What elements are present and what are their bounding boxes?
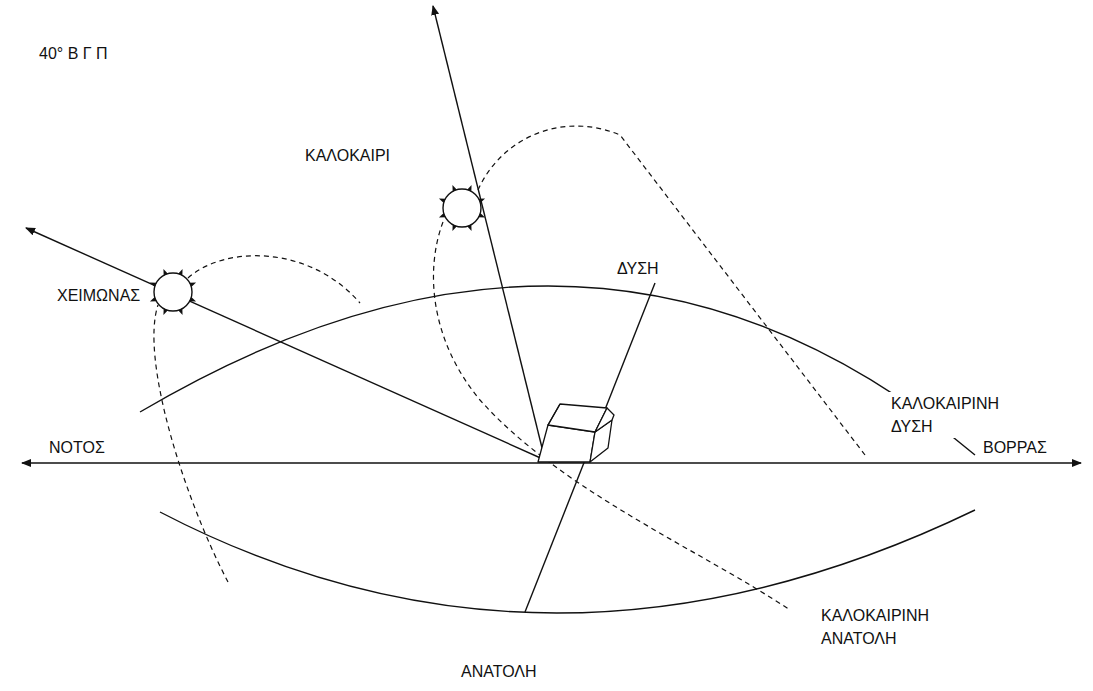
sun-ray-mark	[452, 225, 456, 232]
direction-label: ΔΥΣΗ	[614, 257, 662, 280]
direction-label: ΝΟΤΟΣ	[46, 436, 108, 459]
direction-label: ΑΝΑΤΟΛΗ	[458, 660, 540, 683]
sun-ray-mark	[479, 198, 486, 202]
direction-label: ΚΑΛΟΚΑΙΡΙΝΗ ΔΥΣΗ	[888, 392, 1014, 438]
sun-ray-mark	[150, 282, 157, 286]
winter-path-afternoon	[188, 256, 360, 303]
sun-ray-mark	[190, 297, 197, 301]
sun-ray-mark	[479, 213, 486, 217]
sun-ray-mark	[150, 297, 157, 301]
winter-path-morning	[154, 305, 228, 582]
sun-ray-mark	[178, 269, 182, 276]
summer-sun-ray	[433, 6, 545, 460]
season-label: ΚΑΛΟΚΑΙΡΙ	[302, 144, 393, 167]
sun-ray-mark	[439, 198, 446, 202]
winter-sun	[154, 273, 192, 311]
sun-ray-mark	[452, 185, 456, 192]
summer-path-afternoon	[478, 126, 865, 455]
sun-ray-mark	[163, 309, 167, 316]
horizon-arc-lower	[160, 510, 975, 613]
direction-label: ΚΑΛΟΚΑΙΡΙΝΗ ΑΝΑΤΟΛΗ	[818, 604, 944, 650]
latitude-note: 40° Β Γ Π	[36, 42, 111, 65]
direction-label: ΒΟΡΡΑΣ	[980, 436, 1050, 459]
summer-path-morning	[433, 222, 790, 610]
summer-sun	[443, 189, 481, 227]
sun-ray-mark	[439, 213, 446, 217]
sun-ray-mark	[163, 269, 167, 276]
east-west-line	[525, 283, 655, 612]
season-label: ΧΕΙΜΩΝΑΣ	[54, 284, 143, 307]
house	[538, 404, 614, 462]
sun-ray-mark	[190, 282, 197, 286]
sun-ray-mark	[467, 225, 471, 232]
sun-ray-mark	[467, 185, 471, 192]
sun-ray-mark	[178, 309, 182, 316]
winter-sun-ray	[26, 228, 545, 460]
